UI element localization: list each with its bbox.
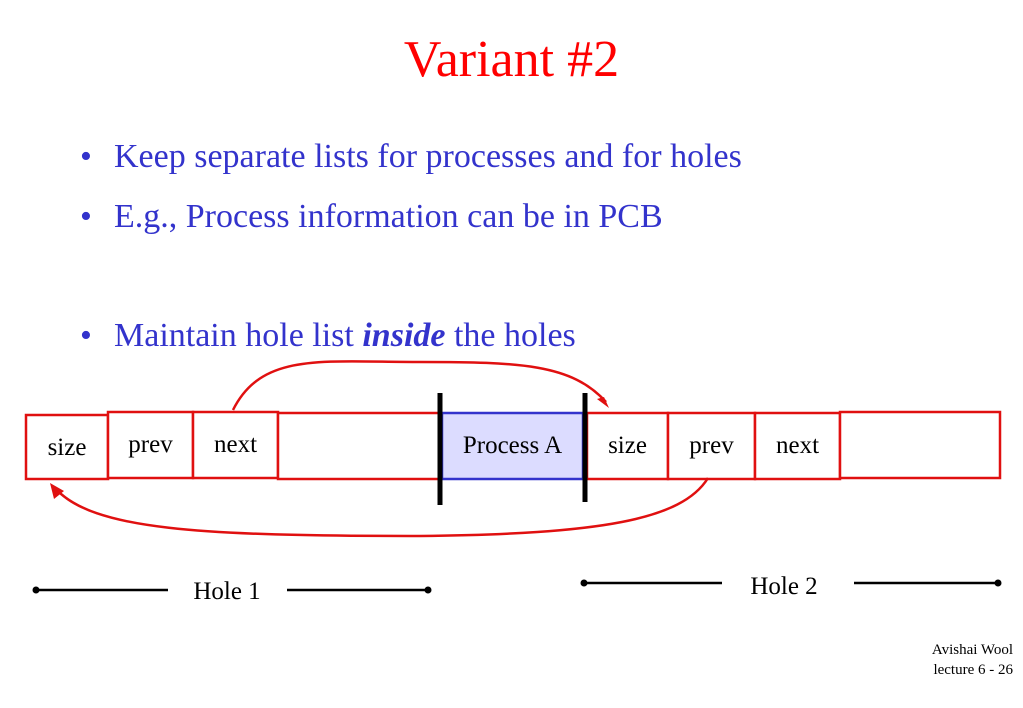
next-pointer-arrowhead <box>597 397 609 408</box>
footer-lecture: lecture 6 - 26 <box>933 662 1013 678</box>
slide-title: Variant #2 <box>403 31 620 88</box>
cell-size-1 <box>24 413 110 481</box>
cell-next-2-label: next <box>776 432 819 459</box>
cell-free-1 <box>276 411 442 481</box>
hole-1-span: Hole 1 <box>32 578 432 605</box>
next-pointer-arrow <box>231 360 607 411</box>
cell-prev-1-label: prev <box>128 431 173 458</box>
bullet-text-before: Maintain hole list <box>114 317 363 354</box>
cell-size-1-label: size <box>48 434 87 461</box>
prev-pointer-arrow <box>54 477 710 538</box>
cell-free-2 <box>838 410 1002 480</box>
cell-size-2 <box>585 411 670 481</box>
cell-prev-2-label: prev <box>689 432 734 459</box>
bullet-marker: • <box>80 198 92 235</box>
cell-next-1 <box>191 410 280 480</box>
bullet-marker: • <box>80 138 92 175</box>
bullet-text: E.g., Process information can be in PCB <box>114 198 663 235</box>
hole-2-label: Hole 2 <box>750 573 817 600</box>
hole-1-label: Hole 1 <box>193 578 260 605</box>
bullet-marker: • <box>80 317 92 354</box>
cell-prev-2 <box>666 411 757 481</box>
cell-next-1-label: next <box>214 431 257 458</box>
cell-next-2 <box>753 411 842 481</box>
bullet-text-after: the holes <box>445 317 576 354</box>
bullet-item: • E.g., Process information can be in PCB <box>80 197 663 237</box>
footer-author: Avishai Wool <box>931 642 1013 658</box>
prev-pointer-arrowhead <box>50 483 64 499</box>
cell-process-a <box>440 411 585 481</box>
bullet-text: Keep separate lists for processes and fo… <box>114 138 742 175</box>
bullet-emphasis: inside <box>362 317 446 354</box>
cell-size-2-label: size <box>608 432 647 459</box>
bullet-item: • Keep separate lists for processes and f… <box>80 137 742 177</box>
cell-prev-1 <box>106 410 195 480</box>
bullet-item: • Maintain hole list inside the holes <box>80 316 576 356</box>
memory-cells: size prev next Process A size prev next <box>24 410 1002 481</box>
hole-2-span: Hole 2 <box>580 573 1002 600</box>
cell-process-a-label: Process A <box>463 432 562 459</box>
